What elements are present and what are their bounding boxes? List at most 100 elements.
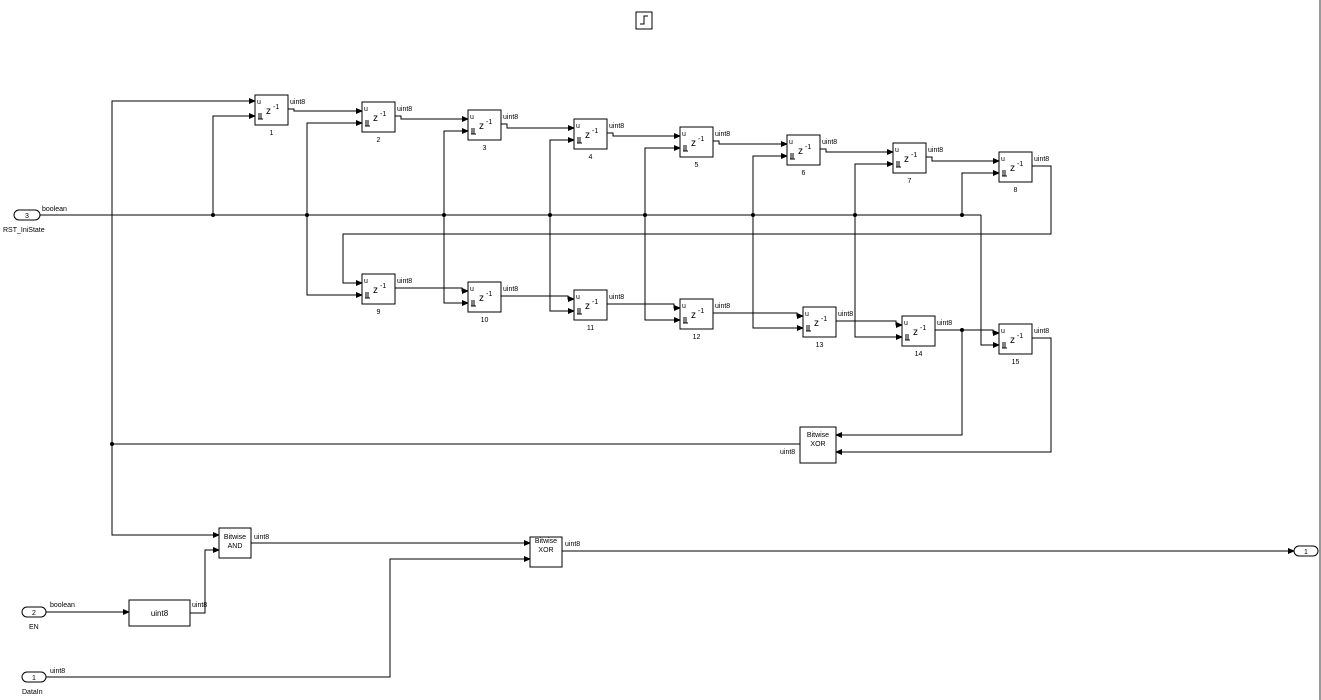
inport-rst-inistate[interactable]: 3 RST_IniState boolean	[3, 206, 67, 234]
reset-line-7[interactable]	[854, 161, 894, 215]
initial-state-icon	[896, 161, 901, 168]
reset-line-15[interactable]	[980, 215, 1000, 348]
delay-out-type: uint8	[397, 106, 412, 113]
delay-port-u: u	[1001, 156, 1005, 163]
delay-port-u: u	[904, 320, 908, 327]
initial-state-icon	[471, 128, 476, 135]
bitwise-xor-output-block[interactable]: Bitwise XOR uint8	[529, 536, 580, 568]
inport-en-name: EN	[29, 624, 39, 631]
delay-symbol: z	[479, 293, 484, 304]
bitwise-and-block[interactable]: Bitwise AND uint8	[218, 527, 269, 559]
feedback-to-and[interactable]	[111, 444, 220, 538]
delay-out-type: uint8	[397, 278, 412, 285]
conversion-out-type: uint8	[192, 602, 207, 609]
reset-line-8[interactable]	[961, 170, 1000, 215]
reset-line-14[interactable]	[854, 215, 903, 340]
xor-out-type: uint8	[565, 541, 580, 548]
xor-fb-line2: XOR	[810, 441, 825, 448]
chain-line[interactable]	[395, 115, 469, 122]
reset-line-12[interactable]	[644, 215, 681, 323]
initial-state-icon	[577, 137, 582, 144]
delay-symbol: z	[373, 113, 378, 124]
inport-rst-name: RST_IniState	[3, 227, 45, 234]
delay-exponent: -1	[380, 283, 386, 290]
inport-en-number: 2	[32, 610, 36, 617]
delay-symbol: z	[798, 146, 803, 157]
feedback-15-to-xor[interactable]	[835, 337, 1052, 455]
initial-state-icon	[1002, 170, 1007, 177]
delay-port-u: u	[895, 147, 899, 154]
chain-line[interactable]	[820, 148, 894, 155]
delay-symbol: z	[1010, 335, 1015, 346]
initial-state-icon	[577, 308, 582, 315]
reset-line-11[interactable]	[549, 215, 575, 314]
initial-state-icon	[683, 145, 688, 152]
delay-label: 13	[816, 342, 824, 349]
delay-out-type: uint8	[715, 303, 730, 310]
delay-out-type: uint8	[838, 311, 853, 318]
delay-label: 11	[587, 325, 594, 332]
delay-exponent: -1	[380, 111, 386, 118]
function-call-trigger-icon[interactable]	[635, 11, 653, 30]
chain-line[interactable]	[713, 312, 804, 319]
reset-line-9[interactable]	[306, 215, 363, 298]
chain-line[interactable]	[713, 140, 788, 147]
reset-line-6[interactable]	[752, 153, 788, 215]
bitwise-xor-feedback-block[interactable]: Bitwise XOR uint8	[780, 426, 837, 464]
delay-port-u: u	[789, 139, 793, 146]
reset-line-3[interactable]	[443, 128, 469, 215]
feedback-to-delay-1[interactable]	[111, 98, 256, 444]
initial-state-icon	[806, 325, 811, 332]
chain-line[interactable]	[501, 123, 575, 131]
delay-port-u: u	[470, 286, 474, 293]
delay-symbol: z	[691, 310, 696, 321]
chain-line[interactable]	[607, 303, 681, 311]
conversion-to-and[interactable]	[190, 547, 220, 614]
chain-line[interactable]	[501, 295, 575, 302]
delay-label: 12	[693, 334, 701, 341]
reset-line-1[interactable]	[212, 113, 256, 215]
inport-en[interactable]: 2 EN boolean	[21, 602, 75, 631]
chain-line[interactable]	[836, 320, 903, 328]
feedback-14-to-xor[interactable]	[835, 330, 963, 438]
delay-port-u: u	[805, 311, 809, 318]
reset-line-4[interactable]	[549, 137, 575, 215]
and-out-type: uint8	[254, 534, 269, 541]
reset-line-2[interactable]	[306, 120, 363, 215]
reset-line-5[interactable]	[644, 145, 681, 215]
reset-line-10[interactable]	[443, 215, 469, 306]
datain-to-xor[interactable]	[46, 556, 531, 678]
inport-datain[interactable]: 1 DataIn uint8	[21, 668, 65, 696]
chain-line[interactable]	[607, 132, 681, 139]
chain-line[interactable]	[395, 287, 469, 294]
delay-exponent: -1	[486, 291, 492, 298]
chain-line[interactable]	[935, 329, 1000, 336]
chain-line[interactable]	[926, 156, 1000, 164]
reset-line-13[interactable]	[752, 215, 804, 331]
delay-port-u: u	[1001, 328, 1005, 335]
conversion-label: uint8	[151, 609, 169, 618]
wrap-line-8-9[interactable]	[342, 165, 1052, 286]
delay-out-type: uint8	[822, 139, 837, 146]
chain-line[interactable]	[288, 108, 363, 114]
xor-out-line1: Bitwise	[535, 538, 557, 545]
outport-1[interactable]: 1	[1293, 545, 1319, 557]
data-type-conversion-block[interactable]: uint8 uint8	[128, 599, 207, 627]
